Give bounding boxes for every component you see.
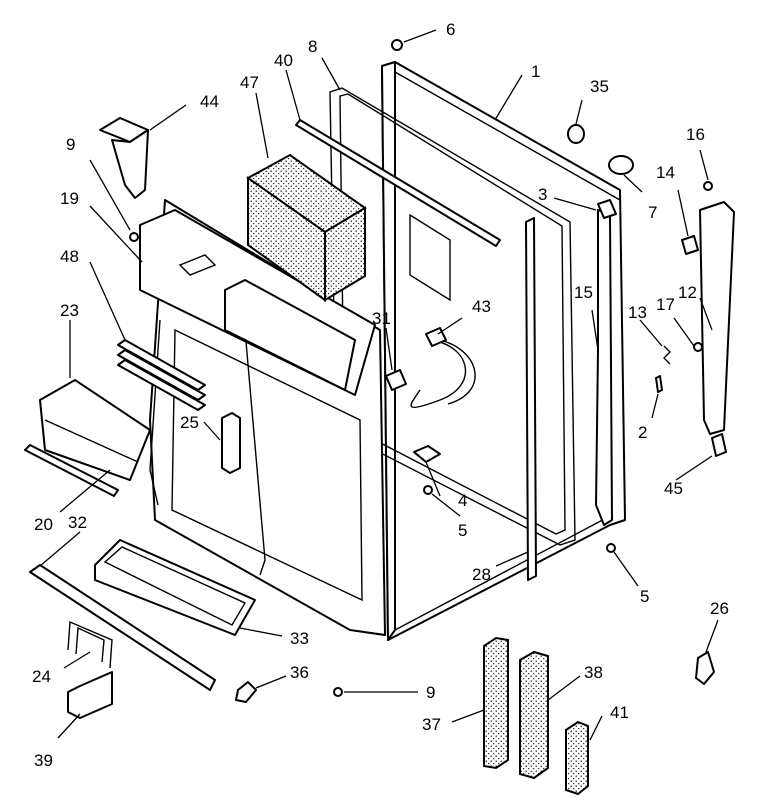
part-1-door-panel bbox=[381, 61, 626, 641]
callout-12: 12 bbox=[678, 283, 697, 302]
part-26-clip bbox=[695, 651, 715, 685]
part-48-heater bbox=[117, 339, 206, 411]
callout-45: 45 bbox=[664, 479, 683, 498]
callout-43: 43 bbox=[472, 297, 491, 316]
callout-25: 25 bbox=[180, 413, 199, 432]
part-28-strip bbox=[525, 217, 537, 581]
part-12-handle bbox=[699, 201, 735, 435]
part-45-end-cap bbox=[711, 433, 727, 457]
callout-24: 24 bbox=[32, 667, 51, 686]
callout-28: 28 bbox=[472, 565, 491, 584]
part-24-clip bbox=[67, 620, 113, 669]
callout-1: 1 bbox=[531, 62, 540, 81]
callout-13: 13 bbox=[628, 303, 647, 322]
callout-9b: 9 bbox=[426, 683, 435, 702]
callout-5b: 5 bbox=[640, 587, 649, 606]
part-44-chute bbox=[99, 117, 149, 199]
callout-20: 20 bbox=[34, 515, 53, 534]
callout-15: 15 bbox=[574, 283, 593, 302]
callout-23: 23 bbox=[60, 301, 79, 320]
callout-41: 41 bbox=[610, 703, 629, 722]
part-32-bottom-trim bbox=[29, 564, 216, 691]
callout-7: 7 bbox=[648, 203, 657, 222]
callout-40: 40 bbox=[274, 51, 293, 70]
callout-6: 6 bbox=[446, 20, 455, 39]
leader-lines bbox=[39, 29, 719, 741]
part-5-screw-right bbox=[606, 543, 616, 553]
callout-9a: 9 bbox=[66, 135, 75, 154]
part-13-spring bbox=[663, 345, 671, 365]
callout-48: 48 bbox=[60, 247, 79, 266]
callout-labels: 1 2 3 4 5 5 6 7 8 9 9 12 13 14 15 16 17 … bbox=[32, 20, 729, 770]
part-36-small-bracket bbox=[235, 681, 257, 703]
callout-38: 38 bbox=[584, 663, 603, 682]
part-23-cover bbox=[39, 379, 151, 481]
part-33-door-shelf bbox=[94, 539, 256, 636]
callout-35: 35 bbox=[590, 77, 609, 96]
part-25-bracket bbox=[221, 412, 241, 474]
callout-5a: 5 bbox=[458, 521, 467, 540]
part-39-block bbox=[67, 671, 113, 719]
part-14-hinge bbox=[681, 235, 699, 255]
part-41-insulation-strip bbox=[565, 720, 589, 796]
part-2-shim bbox=[655, 375, 663, 393]
callout-3: 3 bbox=[538, 185, 547, 204]
part-47-insulation-block bbox=[246, 153, 367, 302]
part-15-hinge-bracket bbox=[595, 209, 613, 526]
callout-16: 16 bbox=[686, 125, 705, 144]
part-4-bracket bbox=[413, 445, 441, 463]
part-38-insulation-strip bbox=[519, 650, 549, 780]
part-17-screw bbox=[693, 342, 703, 352]
part-40-breaker-strip bbox=[295, 119, 501, 247]
callout-39: 39 bbox=[34, 751, 53, 770]
callout-4: 4 bbox=[458, 491, 467, 510]
part-5-screw-left bbox=[423, 485, 433, 495]
part-6-screw bbox=[391, 39, 403, 51]
callout-14: 14 bbox=[656, 163, 675, 182]
callout-2: 2 bbox=[638, 423, 647, 442]
callout-36: 36 bbox=[290, 663, 309, 682]
callout-31: 31 bbox=[372, 309, 391, 328]
part-3-hinge bbox=[597, 199, 617, 219]
part-9-screw-bottom bbox=[333, 687, 343, 697]
callout-47: 47 bbox=[240, 73, 259, 92]
callout-19: 19 bbox=[60, 189, 79, 208]
callout-33: 33 bbox=[290, 629, 309, 648]
callout-37: 37 bbox=[422, 715, 441, 734]
callout-32: 32 bbox=[68, 513, 87, 532]
part-7-plug bbox=[608, 155, 634, 175]
part-31-bracket bbox=[385, 369, 407, 391]
part-16-screw bbox=[703, 181, 713, 191]
part-35-clip bbox=[567, 124, 585, 144]
part-37-insulation-strip bbox=[483, 636, 509, 770]
callout-26: 26 bbox=[710, 599, 729, 618]
callout-44: 44 bbox=[200, 92, 219, 111]
callout-8: 8 bbox=[308, 37, 317, 56]
part-19-dispenser-housing bbox=[139, 209, 376, 396]
callout-17: 17 bbox=[656, 295, 675, 314]
part-9-screw-top bbox=[129, 232, 139, 242]
